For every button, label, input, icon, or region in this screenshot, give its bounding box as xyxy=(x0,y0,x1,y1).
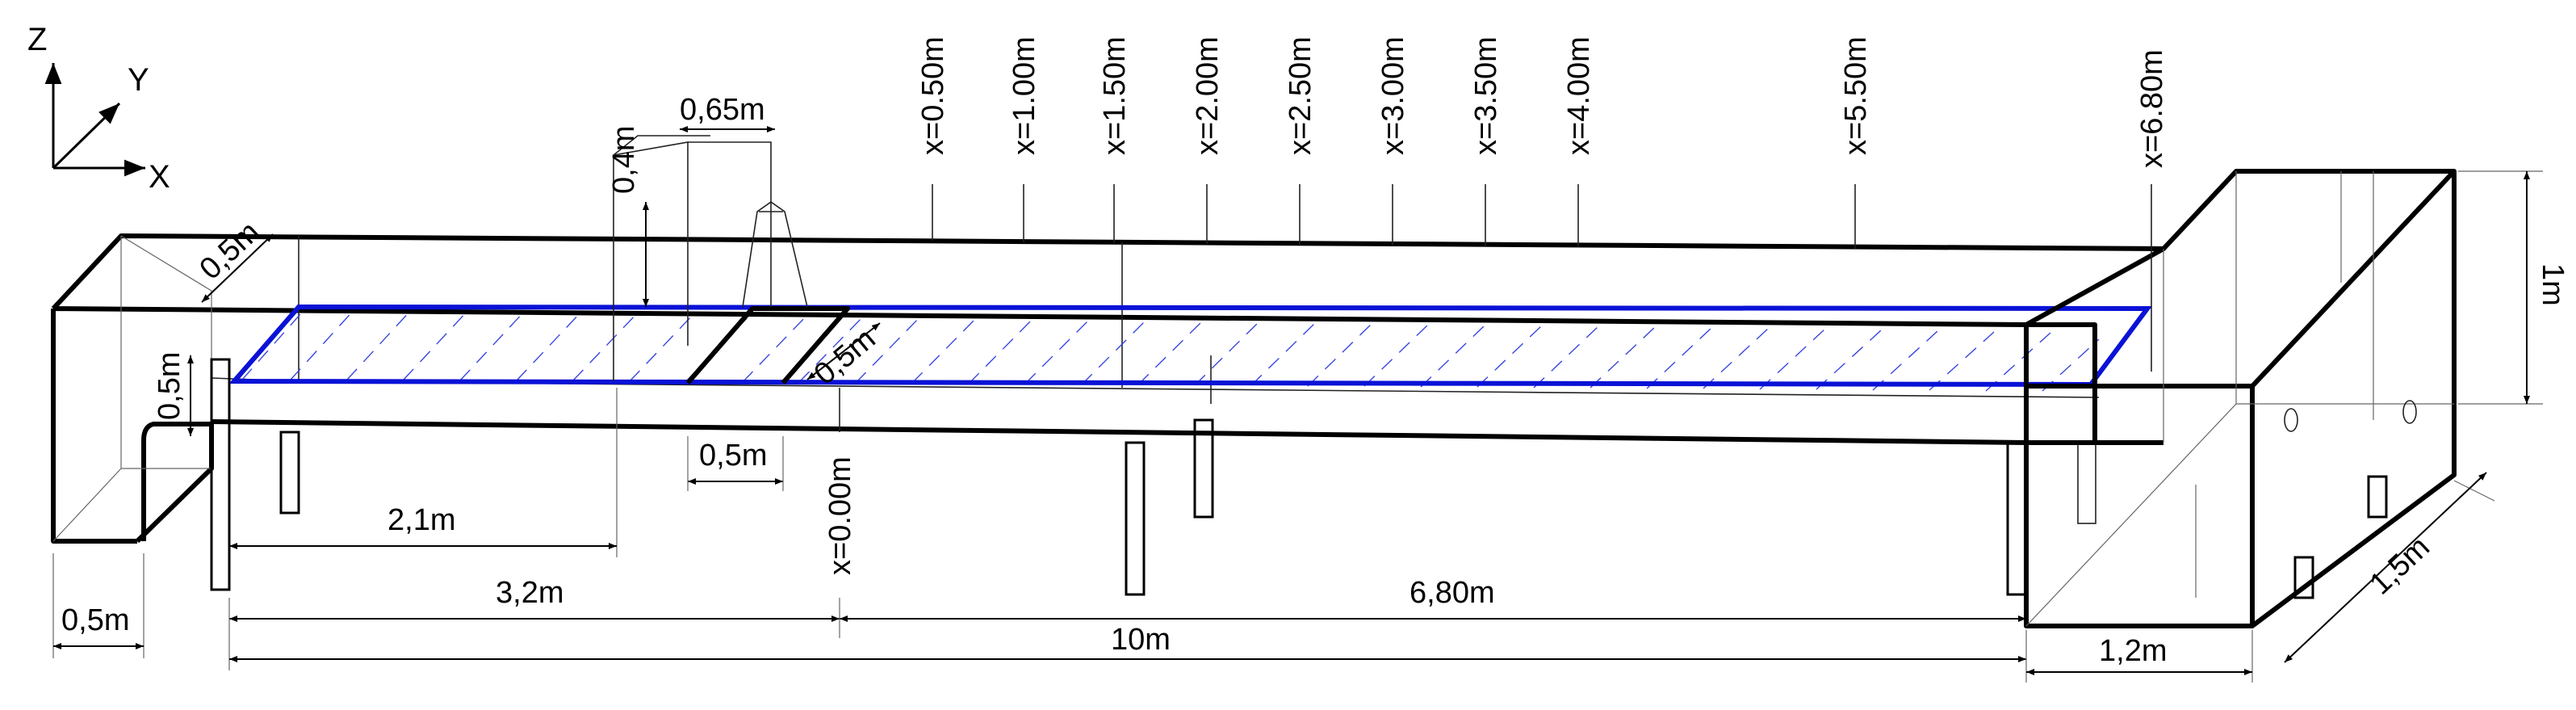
spray-cone xyxy=(742,201,808,308)
dimensions: 0,5m 0,5m 0,5m 2,1m 3,2m 6,80m 10m 1,2m … xyxy=(52,170,2570,683)
support-leg-2 xyxy=(279,431,300,515)
section-label-1.00: x=1.00m xyxy=(1007,36,1041,155)
section-label-6.80: x=6.80m xyxy=(2135,49,2169,168)
inlet-to-support-label: 2,1m xyxy=(387,503,455,537)
z-axis-label: Z xyxy=(27,22,47,57)
nozzle-frame xyxy=(613,135,772,381)
tank-drain-2 xyxy=(2402,400,2417,424)
tank-width-label: 1,5m xyxy=(2363,530,2436,601)
water-surface-outline xyxy=(228,304,2152,388)
y-axis-label: Y xyxy=(128,62,149,98)
tank-drain-1 xyxy=(2284,408,2298,432)
section-label-5.50: x=5.50m xyxy=(1839,36,1873,155)
inlet-curve xyxy=(141,422,212,541)
spray-length-dimension xyxy=(806,322,881,380)
support-leg-3 xyxy=(1125,441,1146,596)
total-length-label: 10m xyxy=(1111,623,1171,657)
water-surface xyxy=(228,304,2152,392)
tank-width-dimension xyxy=(2284,472,2487,663)
channel-bottom-front xyxy=(211,419,2027,445)
section-label-3.00: x=3.00m xyxy=(1376,36,1410,155)
support-leg-1 xyxy=(210,358,231,591)
flume-channel xyxy=(51,233,2164,544)
inlet-width-label: 0,5m xyxy=(61,603,129,637)
tank-leg-2 xyxy=(2367,475,2388,519)
section-label-3.50: x=3.50m xyxy=(1469,36,1503,155)
inlet-to-origin-label: 3,2m xyxy=(496,576,563,610)
tank-length-label: 1,2m xyxy=(2099,634,2167,668)
section-label-1.50: x=1.50m xyxy=(1098,36,1132,155)
section-label-0.50: x=0.50m xyxy=(916,36,950,155)
support-leg-6 xyxy=(2077,442,2096,524)
y-axis-arrow xyxy=(52,102,121,170)
x-axis-label: X xyxy=(149,159,170,195)
tank-height-label: 1m xyxy=(2536,263,2570,306)
spray-zone: 0,4m 0,65m 0,5m 0,5m xyxy=(607,93,882,491)
support-leg-4 xyxy=(1193,418,1214,519)
inlet-depth-dimension xyxy=(201,233,274,303)
origin-to-end-label: 6,80m xyxy=(1409,576,1495,610)
section-markers xyxy=(839,184,2152,432)
tank-hidden-lines xyxy=(2025,171,2454,627)
inlet-height-label: 0,5m xyxy=(153,352,186,420)
nozzle-height-label: 0,4m xyxy=(607,126,641,194)
section-label-2.50: x=2.50m xyxy=(1284,36,1317,155)
water-hatching xyxy=(241,306,2100,392)
section-label-4.00: x=4.00m xyxy=(1562,36,1596,155)
nozzle-offset-label: 0,65m xyxy=(680,93,765,127)
coordinate-axes: Z Y X xyxy=(27,22,170,195)
origin-label: x=0.00m xyxy=(823,456,857,575)
spray-width-label: 0,5m xyxy=(699,439,767,473)
section-labels: x=0.50m x=1.00m x=1.50m x=2.00m x=2.50m … xyxy=(823,36,2169,575)
tank-outline xyxy=(2024,169,2457,628)
channel-hidden-verticals xyxy=(298,236,1212,404)
support-leg-5 xyxy=(2006,441,2027,596)
section-label-2.00: x=2.00m xyxy=(1191,36,1225,155)
